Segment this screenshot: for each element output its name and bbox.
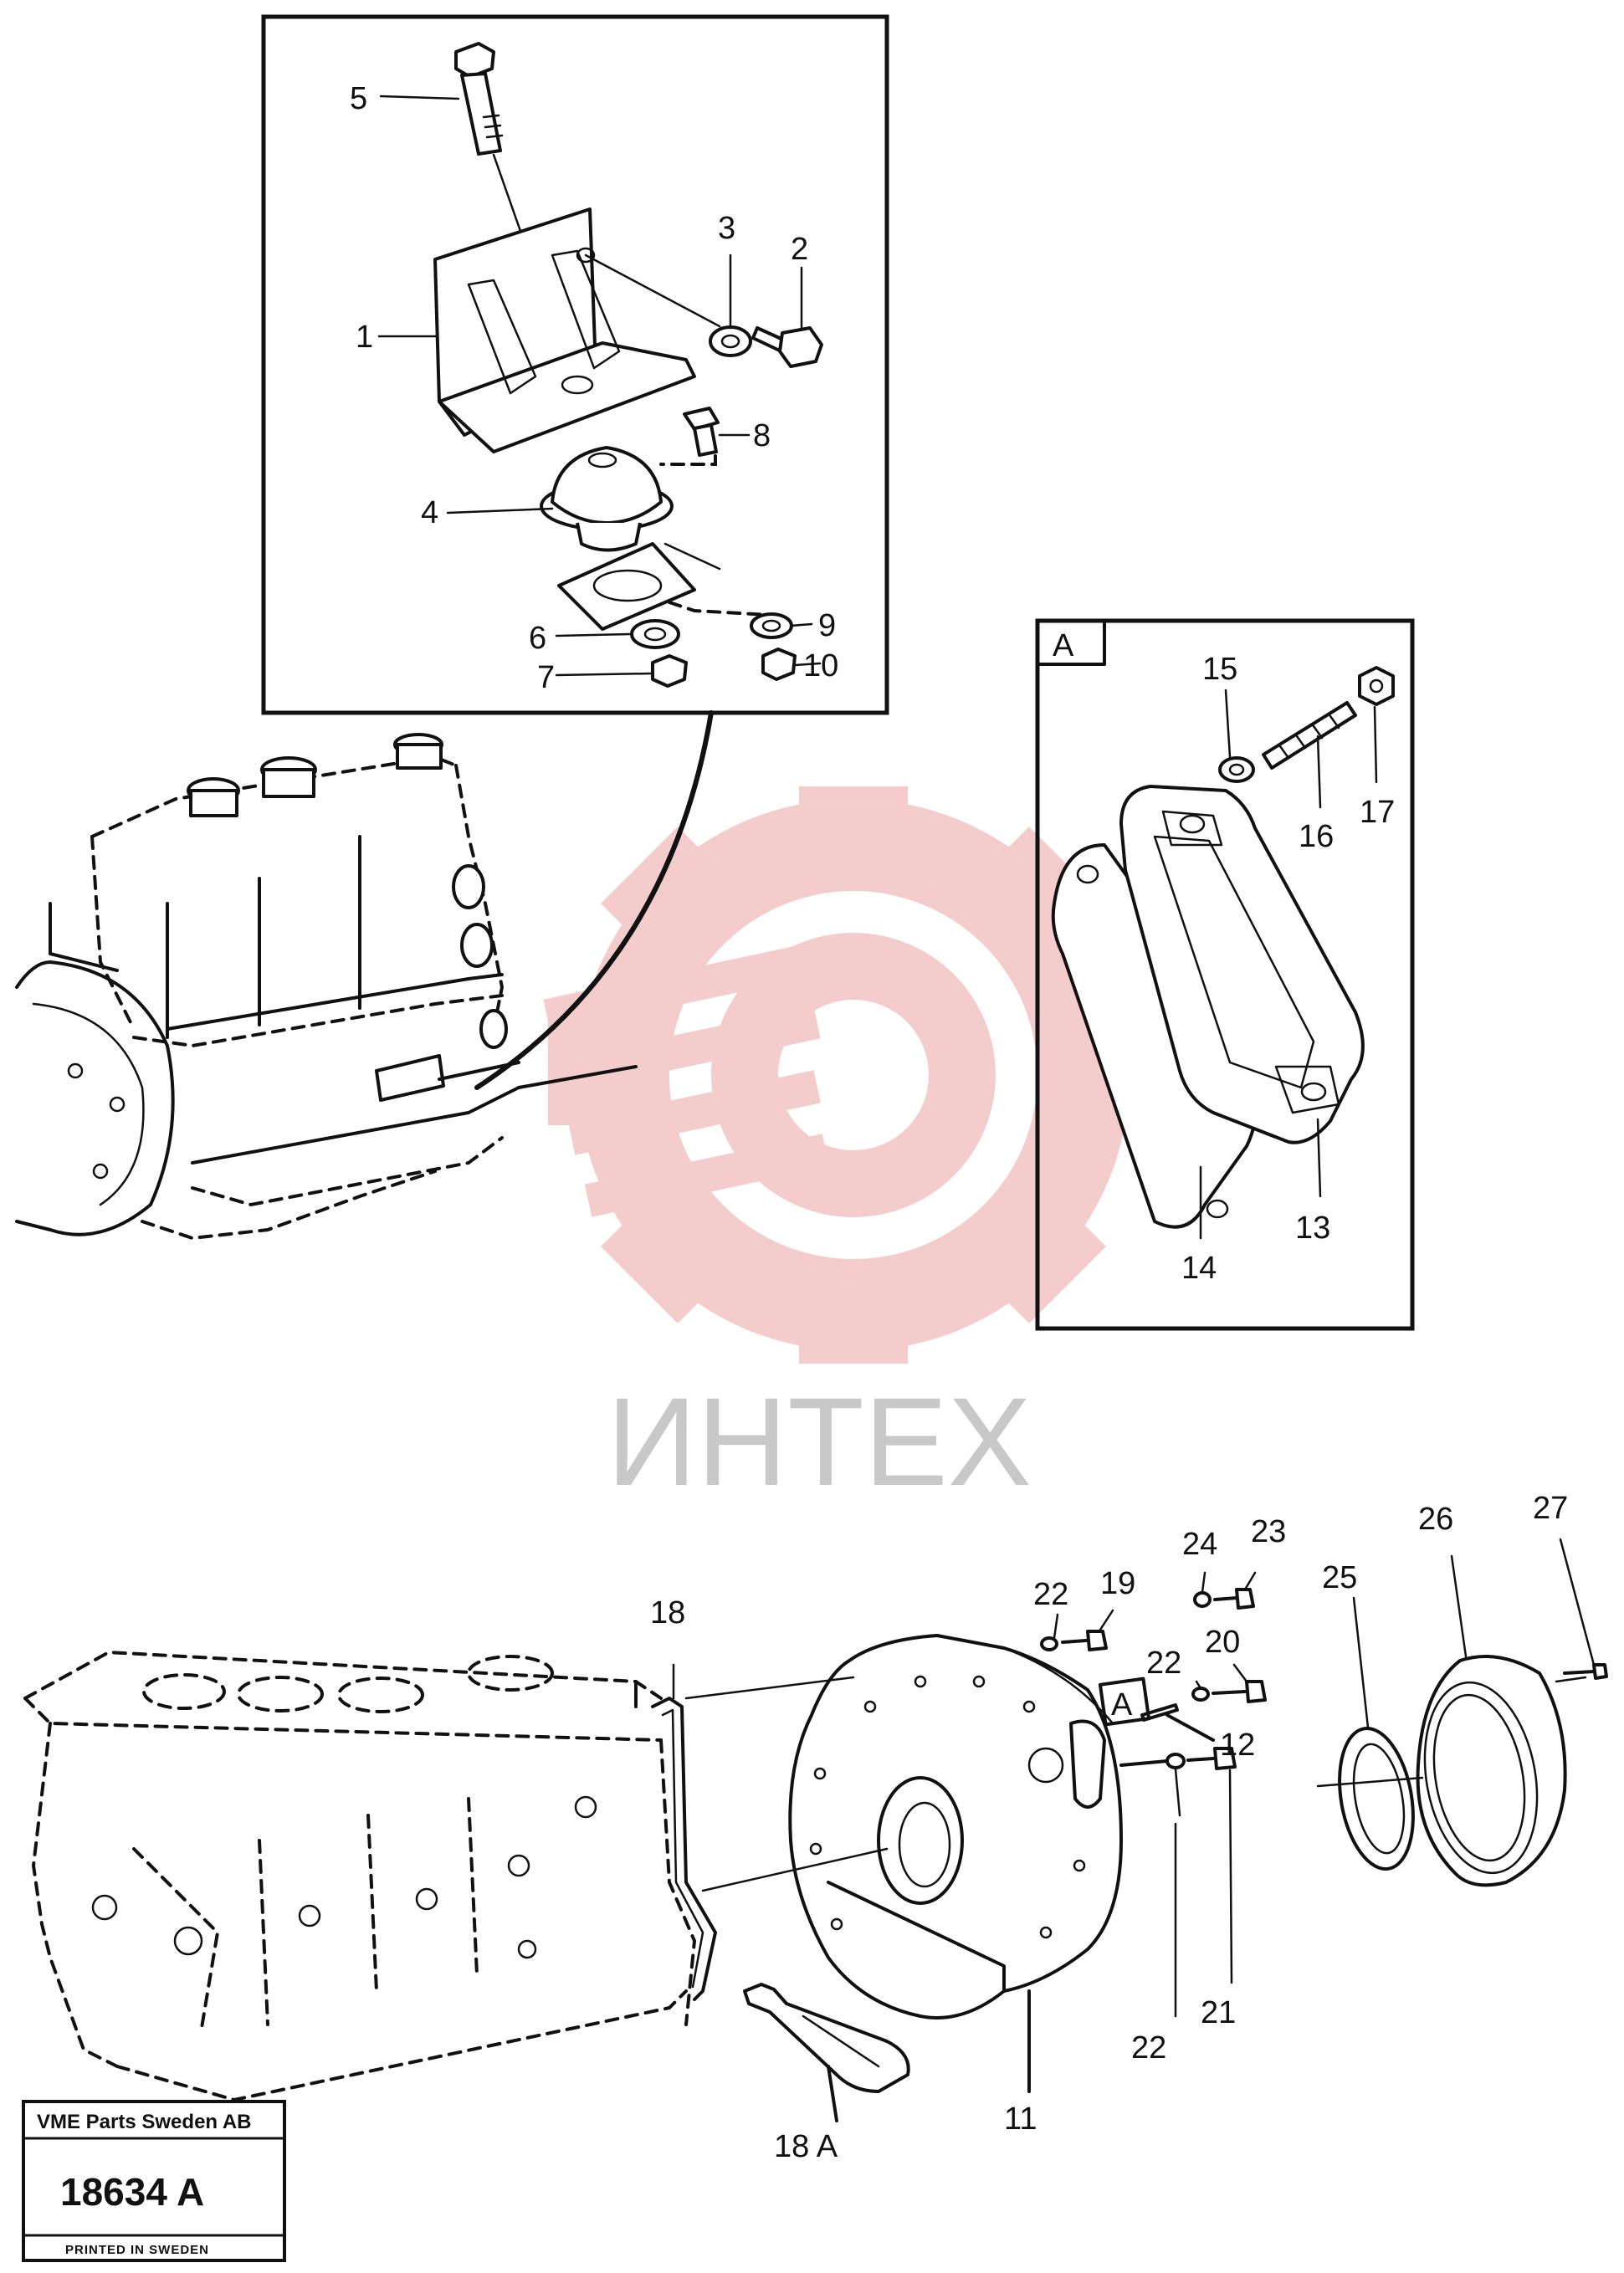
part-12-pin <box>1140 1703 1215 1742</box>
label-4: 4 <box>421 495 438 530</box>
part-10-nut <box>761 648 797 681</box>
label-15: 15 <box>1202 652 1237 687</box>
label-11: 11 <box>1004 2102 1037 2137</box>
engine-block-outline <box>23 1650 697 2102</box>
label-5: 5 <box>350 81 367 116</box>
detail-a-tag: A <box>1053 628 1074 663</box>
label-3: 3 <box>718 211 735 246</box>
watermark-text: ИНТЕХ <box>607 1371 1032 1512</box>
label-18a: 18 A <box>774 2129 838 2164</box>
part-26-cover-ring <box>1416 1655 1567 1887</box>
part-17-nut <box>1358 666 1395 706</box>
part-9-washer <box>750 612 793 639</box>
label-10: 10 <box>803 648 838 683</box>
part-22-washer-mid <box>1191 1687 1210 1702</box>
part-2-bolt <box>751 326 823 368</box>
label-12: 12 <box>1220 1728 1255 1763</box>
part-27-screw <box>1563 1663 1608 1680</box>
center-axis-line <box>701 1847 889 1892</box>
callout-labels: 5 1 3 2 8 4 6 7 9 10 15 16 17 13 14 18 2… <box>350 81 1568 2164</box>
part-14-plate <box>1051 843 1260 1229</box>
detail-a-box <box>1035 618 1415 1331</box>
engine-mount-detail-box <box>261 14 889 715</box>
label-26: 26 <box>1418 1502 1453 1537</box>
label-21: 21 <box>1201 1995 1236 2030</box>
callout-leaders <box>377 95 1596 2018</box>
engine-on-frame-outline <box>15 733 638 1241</box>
base-plate <box>557 542 771 631</box>
part-3-washer <box>709 325 752 357</box>
label-17: 17 <box>1360 795 1395 830</box>
label-19: 19 <box>1100 1566 1135 1601</box>
publisher-stamp: VME Parts Sweden AB 18634 A PRINTED IN S… <box>22 2100 286 2262</box>
part-22-washer-top <box>1040 1636 1058 1651</box>
part-7-nut <box>651 654 688 688</box>
part-1-bracket <box>433 207 721 453</box>
part-13-rubber-pad <box>1119 785 1365 1144</box>
label-23: 23 <box>1251 1514 1286 1549</box>
part-24-washer <box>1193 1591 1212 1608</box>
upper-axis-line <box>684 1676 855 1700</box>
part-6-washer <box>630 619 680 649</box>
part-16-stud <box>1262 701 1357 770</box>
part-8-screw <box>659 407 720 466</box>
part-11-flywheel-housing <box>788 1634 1123 2093</box>
label-22-bottom: 22 <box>1131 2030 1166 2066</box>
part-19-bolt <box>1061 1630 1108 1651</box>
detail-leader-line <box>474 710 714 1090</box>
stamp-footer: PRINTED IN SWEDEN <box>65 2243 209 2257</box>
label-24: 24 <box>1182 1527 1217 1562</box>
label-18: 18 <box>650 1595 685 1631</box>
label-14: 14 <box>1181 1251 1217 1286</box>
part-18a-sealant-tube <box>743 1983 910 2122</box>
label-2: 2 <box>791 232 808 267</box>
label-9: 9 <box>818 608 836 643</box>
part-18-gasket <box>651 1663 717 2001</box>
right-upper-axis-line <box>1555 1676 1587 1683</box>
detail-a-tag-box <box>1036 619 1106 666</box>
label-22-mid: 22 <box>1146 1646 1181 1681</box>
detail-a-reference-label: A <box>1111 1687 1133 1723</box>
stamp-number: 18634 A <box>60 2170 204 2214</box>
part-20-bolt <box>1212 1680 1267 1703</box>
label-20: 20 <box>1205 1625 1240 1660</box>
detail-a-reference-box <box>1098 1677 1151 1727</box>
part-22-washer-bottom <box>1165 1753 1186 1769</box>
part-25-seal-ring <box>1338 1726 1415 1871</box>
label-7: 7 <box>537 660 555 695</box>
label-1: 1 <box>356 320 373 355</box>
part-4-rubber-mount <box>540 446 721 571</box>
label-16: 16 <box>1299 819 1334 854</box>
right-axis-line <box>1316 1776 1424 1788</box>
label-27: 27 <box>1533 1491 1568 1526</box>
label-8: 8 <box>753 418 771 453</box>
label-6: 6 <box>529 621 546 656</box>
part-15-washer <box>1218 756 1255 783</box>
part-23-screw <box>1213 1588 1255 1610</box>
label-25: 25 <box>1322 1560 1357 1595</box>
part-21-bolt <box>1119 1747 1237 1770</box>
label-22-top: 22 <box>1033 1577 1068 1612</box>
label-13: 13 <box>1295 1211 1330 1246</box>
stamp-company: VME Parts Sweden AB <box>37 2111 252 2133</box>
